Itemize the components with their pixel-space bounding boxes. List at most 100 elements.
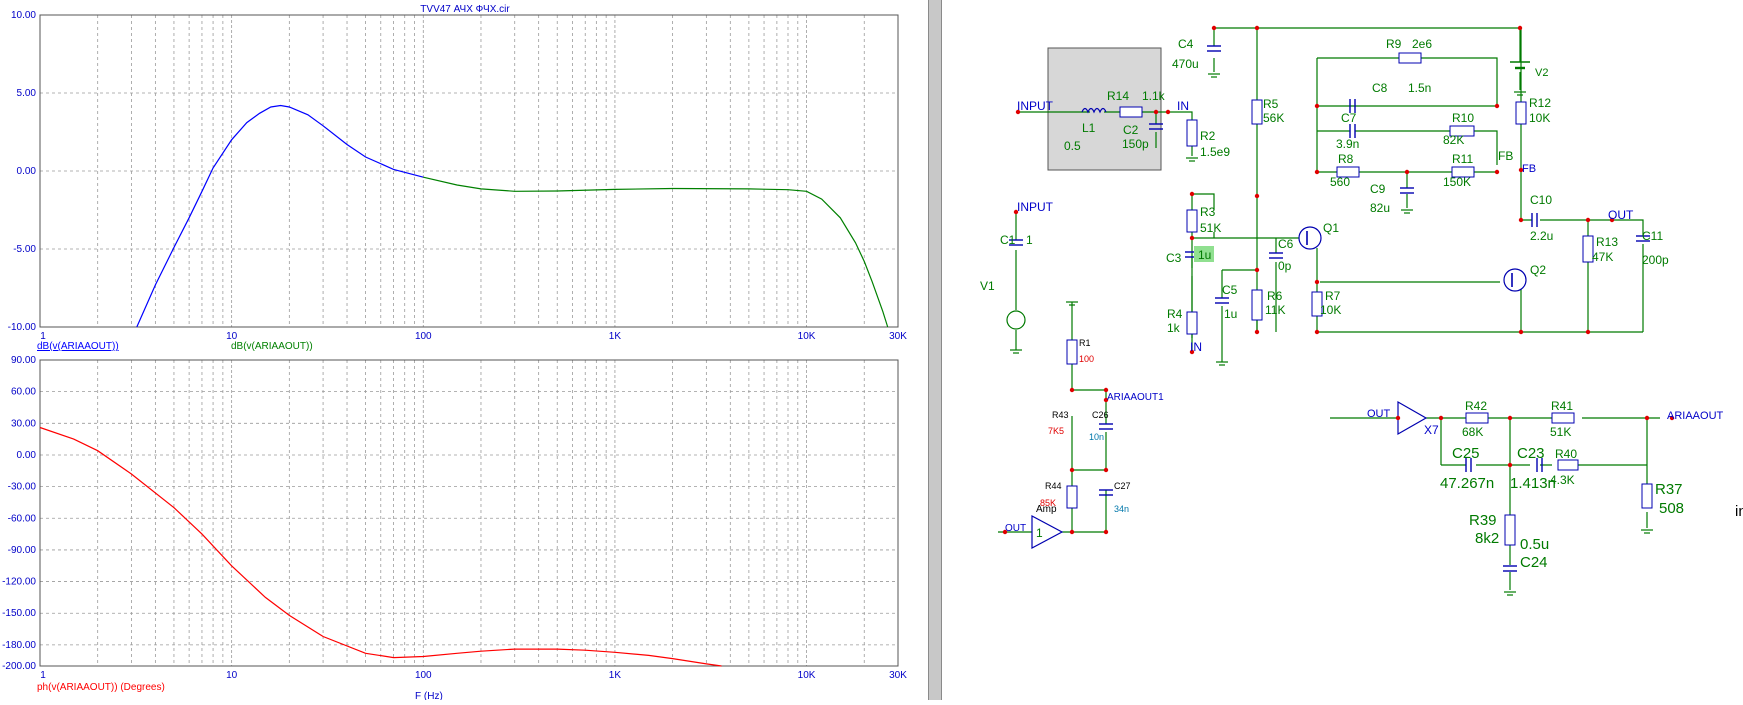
- phase-x-axis-label: F (Hz): [415, 691, 443, 700]
- resistor[interactable]: [1465, 412, 1489, 424]
- magnitude-trace-label-2[interactable]: dB(v(ARIAAOUT)): [231, 341, 313, 352]
- schematic-label-out-b: OUT: [1005, 523, 1026, 534]
- x-tick-label: 30K: [889, 670, 907, 681]
- resistor[interactable]: [1336, 166, 1360, 178]
- voltage-source-v1[interactable]: [1006, 310, 1026, 330]
- resistor[interactable]: [1398, 52, 1422, 64]
- node-dot: [1002, 529, 1008, 535]
- x-tick-label: 1: [40, 670, 46, 681]
- schematic-label-r5: R5: [1263, 97, 1279, 111]
- schematic-label-r10: R10: [1452, 111, 1474, 125]
- schematic-label-amp: Amp: [1036, 504, 1057, 515]
- bode-plots[interactable]: TVV47 АЧХ ФЧХ.cir 10.005.000.00-5.00-10.…: [0, 0, 928, 702]
- x-tick-label: 10: [226, 670, 238, 681]
- resistor[interactable]: [1504, 514, 1516, 546]
- resistor[interactable]: [1641, 483, 1653, 509]
- schematic-label-r8-val: 560: [1330, 175, 1350, 189]
- schematic-label-r7: R7: [1325, 289, 1341, 303]
- schematic-label-r11-val: 150K: [1443, 175, 1471, 189]
- series-line[interactable]: [423, 176, 889, 328]
- resistor[interactable]: [1451, 166, 1475, 178]
- phase-trace-label[interactable]: ph(v(ARIAAOUT)) (Degrees): [37, 682, 165, 693]
- schematic-label-ariaaout1: ARIAAOUT1: [1107, 392, 1164, 403]
- schematic-label-r10-val: 82K: [1443, 133, 1464, 147]
- resistor[interactable]: [1119, 106, 1143, 118]
- node-dot: [1103, 387, 1109, 393]
- resistor[interactable]: [1251, 99, 1263, 125]
- node-dot: [1314, 103, 1320, 109]
- node-dot: [1254, 25, 1260, 31]
- schematic-label-x7: X7: [1424, 423, 1439, 437]
- schematic-label-c4-val: 470u: [1172, 57, 1199, 71]
- series-line[interactable]: [39, 426, 722, 667]
- schematic-wires: [998, 27, 1660, 590]
- schematic-label-v2: V2: [1535, 67, 1548, 79]
- x-tick-label: 10K: [798, 331, 816, 342]
- resistor[interactable]: [1066, 485, 1078, 509]
- magnitude-trace-label-1[interactable]: dB(v(ARIAAOUT)): [37, 341, 119, 352]
- schematic-label-r43: R43: [1052, 410, 1069, 420]
- schematic-label-c23: C23: [1517, 445, 1545, 462]
- schematic-label-c3-val: 1u: [1198, 248, 1211, 262]
- schematic-label-c9: C9: [1370, 182, 1386, 196]
- schematic-label-r40-val: 4.3K: [1550, 473, 1575, 487]
- plot-frame: [39, 359, 899, 667]
- resistor[interactable]: [1186, 119, 1198, 147]
- node-dot: [1518, 217, 1524, 223]
- schematic-label-c27: C27: [1114, 481, 1131, 491]
- series-line[interactable]: [136, 104, 424, 328]
- schematic-label-c1: C1: [1000, 233, 1016, 247]
- schematic-label-r5-val: 56K: [1263, 111, 1284, 125]
- resistor[interactable]: [1551, 412, 1575, 424]
- resistor[interactable]: [1449, 125, 1475, 137]
- schematic-label-input-a: INPUT: [1017, 99, 1054, 113]
- x7-buffer[interactable]: [1397, 400, 1428, 436]
- schematic-label-c27-val: 34n: [1114, 504, 1129, 514]
- panel-splitter[interactable]: [928, 0, 942, 700]
- schematic-label-c7: C7: [1341, 111, 1357, 125]
- phase-chart[interactable]: 90.0060.0030.000.00-30.00-60.00-90.00-12…: [2, 355, 907, 681]
- y-tick-label: -120.00: [2, 577, 36, 588]
- schematic-label-c25-val: 47.267n: [1440, 475, 1494, 492]
- resistor[interactable]: [1311, 291, 1323, 317]
- transistor[interactable]: [1503, 268, 1527, 292]
- x-tick-label: 100: [415, 331, 432, 342]
- y-tick-label: 0.00: [17, 166, 37, 177]
- node-dot: [1189, 349, 1195, 355]
- resistor[interactable]: [1066, 339, 1078, 365]
- amp-buffer[interactable]: [1031, 515, 1064, 549]
- inductor[interactable]: [1081, 107, 1107, 114]
- resistor[interactable]: [1186, 209, 1198, 233]
- schematic-label-l1-val: 0.5: [1064, 139, 1081, 153]
- plot-title: TVV47 АЧХ ФЧХ.cir: [420, 4, 510, 15]
- schematic-label-c6: C6: [1278, 237, 1294, 251]
- schematic-label-q2: Q2: [1530, 263, 1546, 277]
- node-dot: [1165, 109, 1171, 115]
- schematic-label-r39-val: 8k2: [1475, 530, 1499, 547]
- schematic-parts[interactable]: [1006, 45, 1653, 596]
- resistor[interactable]: [1251, 289, 1263, 321]
- y-tick-label: -10.00: [8, 322, 37, 333]
- schematic-label-r9-val: 2e6: [1412, 37, 1432, 51]
- resistor[interactable]: [1582, 235, 1594, 263]
- selected-label-highlight: [1194, 246, 1214, 262]
- schematic-label-r41-val: 51K: [1550, 425, 1571, 439]
- schematic-label-edge: in: [1735, 503, 1743, 520]
- schematic-label-c2: C2: [1123, 123, 1139, 137]
- node-dot: [1013, 209, 1019, 215]
- schematic-label-r44: R44: [1045, 481, 1062, 491]
- y-tick-label: 10.00: [11, 10, 36, 21]
- transistor[interactable]: [1298, 226, 1322, 250]
- resistor[interactable]: [1515, 101, 1527, 125]
- y-tick-label: -60.00: [8, 513, 37, 524]
- resistor[interactable]: [1557, 459, 1579, 471]
- y-tick-label: -180.00: [2, 640, 36, 651]
- schematic-label-c26-val: 10n: [1089, 432, 1104, 442]
- node-dot: [1314, 169, 1320, 175]
- schematic-label-c9-val: 82u: [1370, 201, 1390, 215]
- resistor[interactable]: [1186, 311, 1198, 335]
